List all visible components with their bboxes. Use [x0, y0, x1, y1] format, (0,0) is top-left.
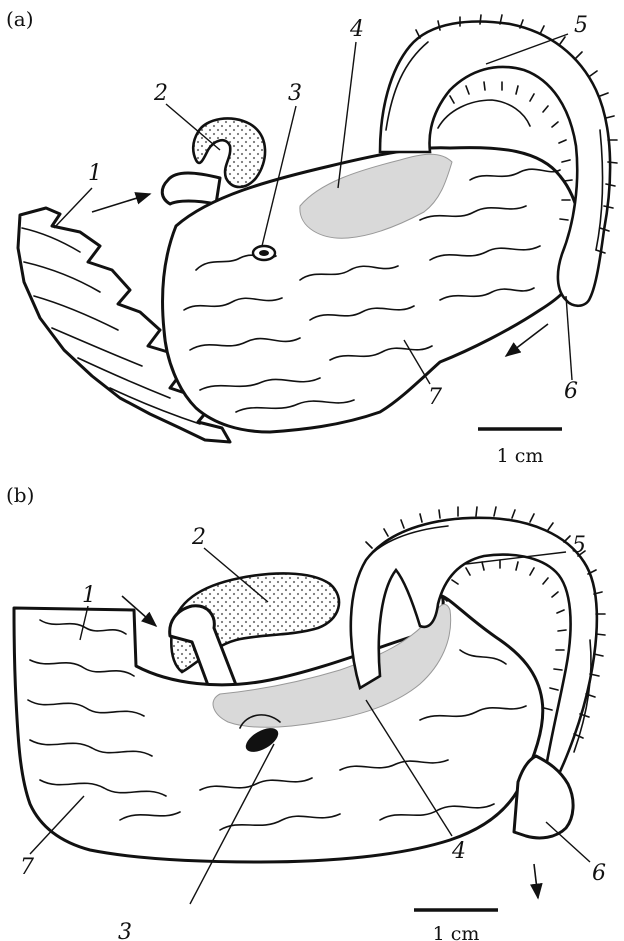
- panel-a-number-5: 5: [574, 13, 588, 38]
- panel-b-label: (b): [6, 483, 34, 507]
- panel-a-number-7: 7: [428, 385, 442, 410]
- panel-a-number-1: 1: [88, 161, 102, 186]
- panel-b-number-6: 6: [592, 861, 606, 886]
- panel-a-label: (a): [6, 7, 34, 31]
- panel-a-number-3: 3: [288, 81, 302, 106]
- panel-b-number-4: 4: [451, 839, 466, 864]
- panel-a-number-2: 2: [153, 81, 168, 106]
- panel-a-coil-inner: [438, 100, 530, 128]
- panel-b-number-5: 5: [572, 533, 586, 558]
- panel-a-scale-label: 1 cm: [497, 445, 544, 467]
- panel-b-number-7: 7: [20, 855, 34, 880]
- panel-a-outflow-arrow: [506, 324, 548, 356]
- panel-b: (b): [6, 483, 606, 941]
- panel-a-number-6: 6: [564, 379, 578, 404]
- panel-b-number-2: 2: [191, 525, 206, 550]
- panel-a-number-4: 4: [349, 17, 364, 42]
- panel-b-hindgut: [514, 756, 573, 838]
- panel-b-number-3: 3: [118, 920, 132, 941]
- panel-a-tube: [162, 173, 220, 204]
- panel-b-scale-label: 1 cm: [433, 923, 480, 941]
- panel-a-inflow-arrow: [92, 194, 150, 212]
- panel-a: (a): [6, 7, 617, 467]
- panel-b-number-1: 1: [82, 583, 96, 608]
- panel-b-outflow-arrow: [534, 864, 538, 898]
